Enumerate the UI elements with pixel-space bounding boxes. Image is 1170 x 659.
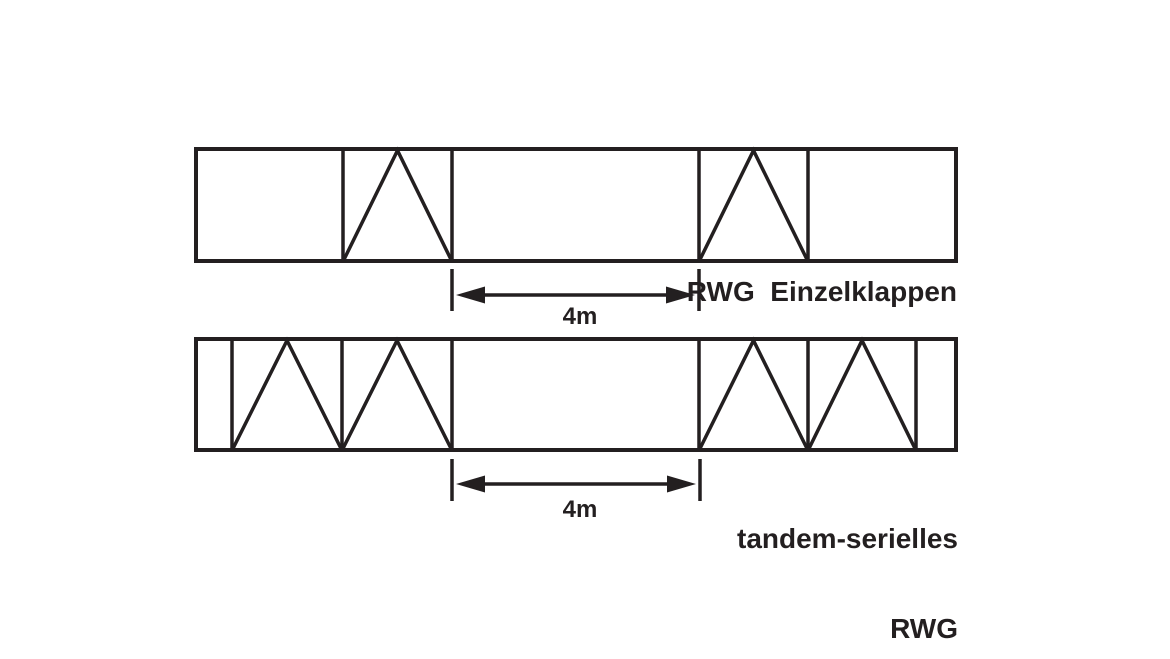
bottom-dimension-label: 4m (562, 496, 598, 523)
bottom-bar-label-line1: tandem-serielles (737, 523, 958, 554)
dimension-arrowhead-right-icon (667, 475, 696, 493)
top-dimension-label: 4m (562, 303, 598, 330)
top-bar-single-flaps (194, 146, 958, 263)
tandem-flap-symbol (231, 336, 343, 450)
top-bar-label: RWG Einzelklappen (686, 276, 957, 307)
tandem-flap-symbol (341, 336, 453, 450)
single-flap-symbol (698, 146, 809, 261)
bottom-bar-label-line2: RWG (890, 613, 958, 644)
top-dimension (450, 269, 701, 311)
single-flap-symbol (342, 146, 453, 261)
bottom-bar-label: tandem-serielles RWG (737, 464, 958, 659)
bottom-bar-tandem-flaps (194, 336, 958, 452)
dimension-arrowhead-left-icon (456, 286, 485, 304)
bottom-bar-outline (194, 337, 958, 452)
dimension-arrowhead-left-icon (456, 475, 485, 493)
tandem-flap-symbol (698, 336, 809, 450)
top-bar-outline (194, 147, 958, 263)
tandem-flap-symbol (807, 336, 917, 450)
dimension-arrowhead-right-icon (666, 286, 695, 304)
bottom-dimension (450, 459, 702, 501)
